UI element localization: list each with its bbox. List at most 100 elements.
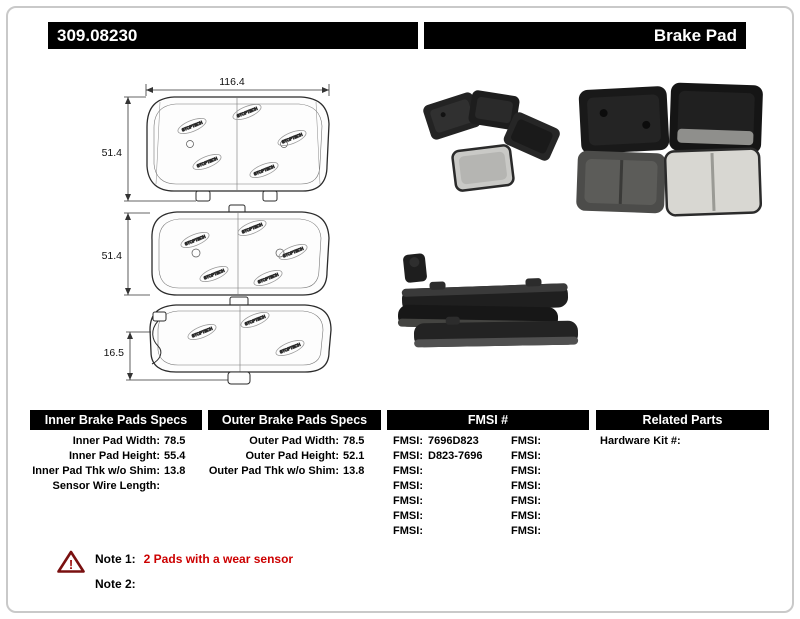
fmsi-value	[541, 434, 546, 449]
spec-label: Sensor Wire Length:	[52, 480, 160, 492]
fmsi-label: FMSI:	[511, 510, 541, 522]
spec-value: 13.8	[164, 465, 186, 477]
spec-row: Inner Pad Height: 55.4	[30, 449, 202, 464]
fmsi-label: FMSI:	[511, 435, 541, 447]
outer-specs-header: Outer Brake Pads Specs	[208, 410, 381, 430]
fmsi-row: FMSI:	[505, 464, 589, 479]
fmsi-value	[541, 509, 546, 524]
fmsi-label: FMSI:	[511, 480, 541, 492]
fmsi-label: FMSI:	[393, 495, 423, 507]
fmsi-value: 7696D823	[428, 435, 479, 447]
spec-label: Outer Pad Thk w/o Shim:	[208, 465, 339, 477]
drawing-sensor-pad	[149, 296, 332, 385]
spec-value: 52.1	[343, 450, 365, 462]
spec-row: Outer Pad Height: 52.1	[208, 449, 381, 464]
fmsi-row: FMSI:	[387, 524, 505, 539]
note-2-text	[136, 577, 144, 591]
dimension-height-pad2: 51.4	[102, 250, 123, 262]
spec-label: Inner Pad Height:	[68, 450, 160, 462]
spec-value	[160, 479, 202, 494]
fmsi-value: D823-7696	[428, 450, 483, 462]
fmsi-value	[423, 494, 428, 509]
spec-label: Outer Pad Width:	[249, 435, 339, 447]
fmsi-column-2: FMSI: FMSI: FMSI: FMSI: FMSI:	[505, 434, 589, 539]
drawing-outer-pad-dimensions: 116.4 51.4	[102, 76, 330, 202]
related-parts-header: Related Parts	[596, 410, 769, 430]
fmsi-value	[541, 449, 546, 464]
fmsi-value	[541, 464, 546, 479]
note-2-label: Note 2:	[95, 577, 136, 591]
part-number-bar: 309.08230	[48, 22, 418, 49]
fmsi-label: FMSI:	[393, 480, 423, 492]
fmsi-header: FMSI #	[387, 410, 589, 430]
fmsi-label: FMSI:	[511, 465, 541, 477]
fmsi-value	[423, 524, 428, 539]
fmsi-label: FMSI:	[511, 525, 541, 537]
fmsi-row: FMSI:	[387, 494, 505, 509]
fmsi-row: FMSI:	[505, 524, 589, 539]
fmsi-row: FMSI:	[505, 449, 589, 464]
spec-row: Outer Pad Width: 78.5	[208, 434, 381, 449]
fmsi-label: FMSI:	[393, 510, 423, 522]
note-1-text: 2 Pads with a wear sensor	[143, 552, 294, 566]
fmsi-value	[423, 464, 428, 479]
related-parts-label: Hardware Kit #:	[600, 435, 681, 447]
fmsi-label: FMSI:	[393, 450, 423, 462]
fmsi-value	[423, 479, 428, 494]
fmsi-row: FMSI:	[505, 509, 589, 524]
product-title-bar: Brake Pad	[424, 22, 746, 49]
warning-glyph: !	[69, 557, 73, 572]
inner-specs-table: Inner Brake Pads Specs Inner Pad Width: …	[30, 410, 202, 494]
photo-side-profile-group	[397, 253, 579, 348]
spec-row: Inner Pad Thk w/o Shim: 13.8	[30, 464, 202, 479]
warning-triangle-icon: !	[57, 550, 85, 573]
spec-label: Outer Pad Height:	[245, 450, 339, 462]
spec-row: Inner Pad Width: 78.5	[30, 434, 202, 449]
fmsi-row: FMSI:	[505, 479, 589, 494]
fmsi-label: FMSI:	[393, 435, 423, 447]
fmsi-table: FMSI # FMSI: 7696D823 FMSI: D823-7696 FM…	[387, 410, 589, 539]
spec-row: Sensor Wire Length:	[30, 479, 202, 494]
fmsi-label: FMSI:	[393, 465, 423, 477]
fmsi-value	[541, 524, 546, 539]
fmsi-value	[423, 509, 428, 524]
fmsi-row: FMSI: 7696D823	[387, 434, 505, 449]
note-1-label: Note 1:	[95, 552, 136, 566]
inner-specs-header: Inner Brake Pads Specs	[30, 410, 202, 430]
spec-label: Inner Pad Width:	[72, 435, 160, 447]
dimension-width-pad1: 116.4	[219, 76, 245, 88]
fmsi-label: FMSI:	[511, 450, 541, 462]
fmsi-row: FMSI:	[387, 509, 505, 524]
spec-value: 78.5	[343, 435, 365, 447]
product-title: Brake Pad	[653, 25, 737, 45]
dimension-height-pad1: 51.4	[102, 147, 123, 159]
drawing-outer-pad	[146, 96, 330, 202]
drawing-inner-pad	[151, 204, 330, 296]
related-parts-table: Related Parts Hardware Kit #:	[596, 410, 769, 449]
dimension-height-pad3: 16.5	[104, 347, 125, 359]
spec-value: 55.4	[164, 450, 186, 462]
fmsi-row: FMSI:	[387, 479, 505, 494]
spec-row: Outer Pad Thk w/o Shim: 13.8	[208, 464, 381, 479]
note-1: Note 1: 2 Pads with a wear sensor	[95, 552, 293, 566]
fmsi-column-1: FMSI: 7696D823 FMSI: D823-7696 FMSI: FMS…	[387, 434, 505, 539]
photo-rear-pads-group	[576, 82, 763, 217]
photo-front-pads-group	[423, 90, 560, 192]
fmsi-row: FMSI:	[387, 464, 505, 479]
graphics-canvas: STOPTECH	[102, 76, 763, 385]
spec-label: Inner Pad Thk w/o Shim:	[32, 465, 160, 477]
related-parts-row: Hardware Kit #:	[596, 434, 769, 449]
drawing-inner-pad-dimensions: 51.4	[102, 212, 150, 296]
spec-value: 78.5	[164, 435, 186, 447]
fmsi-label: FMSI:	[393, 525, 423, 537]
note-2: Note 2:	[95, 577, 144, 591]
fmsi-row: FMSI:	[505, 434, 589, 449]
fmsi-row: FMSI: D823-7696	[387, 449, 505, 464]
fmsi-row: FMSI:	[505, 494, 589, 509]
outer-specs-table: Outer Brake Pads Specs Outer Pad Width: …	[208, 410, 381, 479]
fmsi-value	[541, 494, 546, 509]
spec-value: 13.8	[343, 465, 365, 477]
part-number: 309.08230	[57, 25, 138, 45]
drawing-sensor-pad-dimensions: 16.5	[104, 331, 228, 381]
